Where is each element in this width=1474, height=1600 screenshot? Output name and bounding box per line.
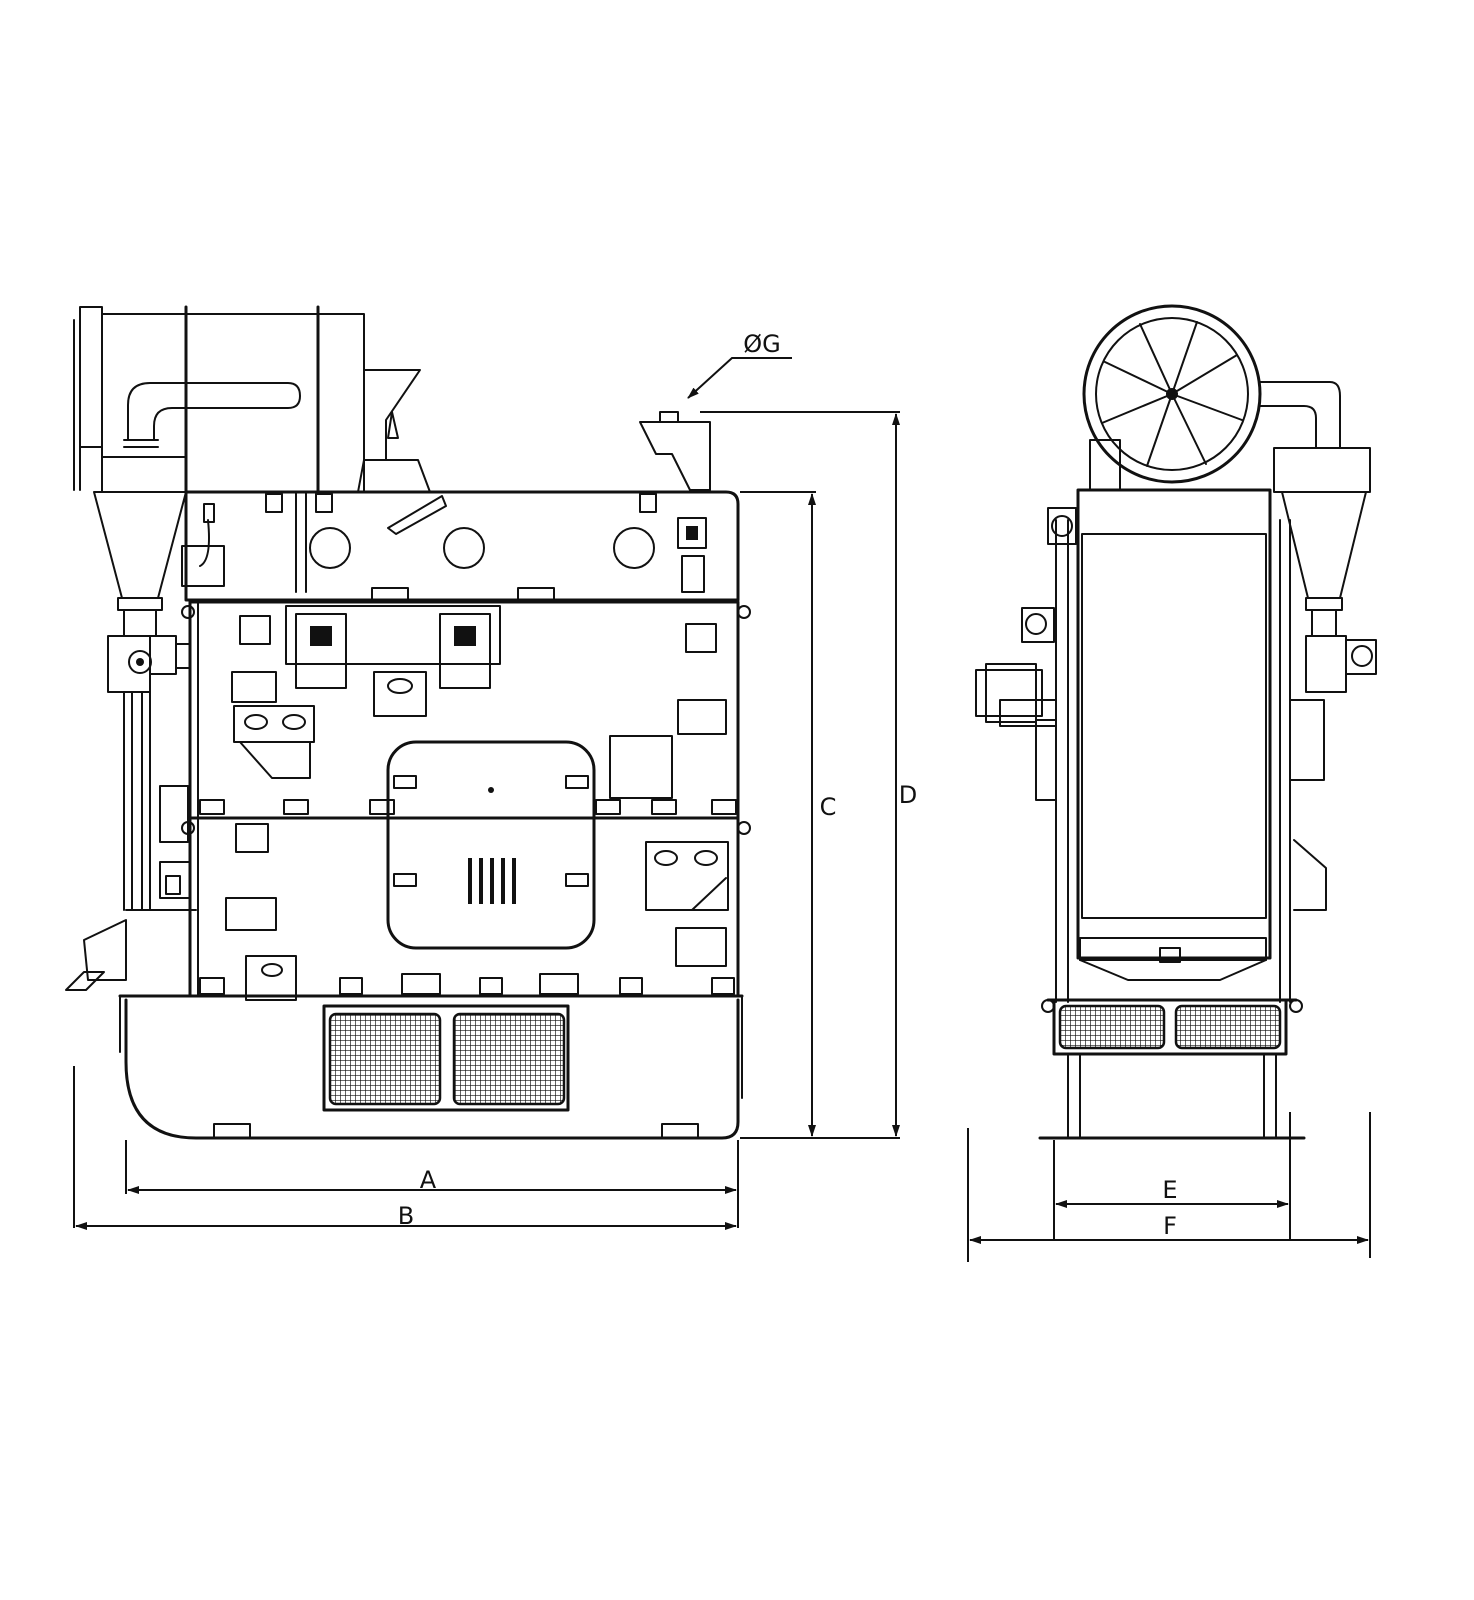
base — [118, 994, 744, 1140]
dimension-G-leader — [687, 357, 792, 399]
top-chamber — [181, 411, 740, 603]
left-cyclone — [65, 491, 197, 991]
middle-tier — [181, 600, 751, 950]
label-A: A — [420, 1166, 437, 1194]
dimensions: A B C D E F ØG — [73, 330, 1371, 1262]
label-D: D — [899, 781, 917, 809]
label-G: ØG — [743, 330, 781, 358]
front-view — [65, 305, 751, 1140]
label-F: F — [1163, 1212, 1177, 1240]
label-B: B — [398, 1202, 414, 1230]
label-E: E — [1162, 1176, 1177, 1204]
lower-tier — [181, 816, 751, 1001]
side-view — [975, 304, 1377, 1140]
vent-slots — [468, 858, 516, 904]
fan — [1082, 304, 1262, 491]
filter-drum — [73, 305, 431, 494]
label-C: C — [820, 793, 837, 821]
